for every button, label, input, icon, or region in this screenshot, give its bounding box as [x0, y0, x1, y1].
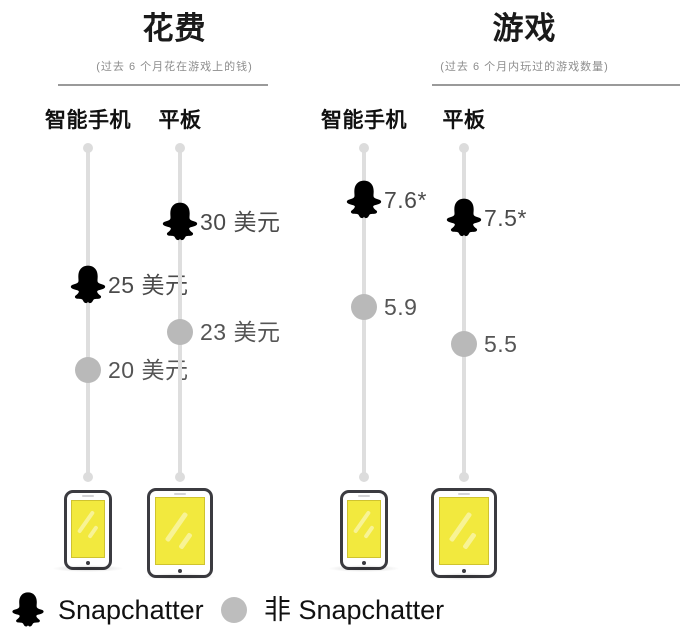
marker-label-snapchatter: 7.6* [384, 187, 427, 213]
column-header-smartphone: 智能手机 [321, 109, 407, 132]
stem-cap-bottom-icon [175, 472, 185, 482]
device-shadow [329, 565, 399, 572]
panel-spending: 花费 (过去 6 个月花在游戏上的钱) 智能手机 25 美元 20 美元 [0, 0, 349, 580]
column-header-tablet: 平板 [158, 109, 202, 132]
stem-cap-top-icon [459, 143, 469, 153]
stem-cap-top-icon [359, 143, 369, 153]
device-shadow [145, 573, 215, 580]
screen-shine-icon [462, 532, 477, 550]
phone-speaker-icon [82, 495, 94, 497]
stem-cap-top-icon [175, 143, 185, 153]
device-shadow [53, 565, 123, 572]
column-stem [462, 146, 466, 480]
marker-label-non-snapchatter: 23 美元 [200, 319, 281, 345]
phone-home-button-icon [362, 561, 366, 565]
tablet-screen [439, 497, 489, 565]
phone-illustration [53, 490, 123, 572]
tablet-illustration [429, 488, 499, 580]
screen-shine-icon [87, 525, 99, 539]
phone-screen [71, 500, 105, 558]
screen-shine-icon [178, 532, 193, 550]
non-snapchatter-dot-icon [221, 597, 247, 623]
screen-shine-icon [363, 525, 375, 539]
phone-screen [347, 500, 381, 558]
panel-divider [432, 84, 680, 86]
marker-label-non-snapchatter: 20 美元 [108, 357, 189, 383]
legend-item-non-snapchatter: 非 Snapchatter [214, 588, 444, 632]
marker-label-snapchatter: 30 美元 [200, 209, 281, 235]
panel-subtitle-spending: (过去 6 个月花在游戏上的钱) [96, 61, 253, 73]
tablet-screen [155, 497, 205, 565]
legend-label-snapchatter: Snapchatter [58, 595, 204, 625]
panel-divider [58, 84, 268, 86]
phone-illustration [329, 490, 399, 572]
column-stem [178, 146, 182, 480]
tablet-speaker-icon [458, 493, 470, 495]
chart-legend: Snapchatter 非 Snapchatter [0, 588, 699, 638]
stem-cap-bottom-icon [83, 472, 93, 482]
marker-label-snapchatter: 25 美元 [108, 272, 189, 298]
marker-label-non-snapchatter: 5.5 [484, 331, 518, 357]
legend-label-non-snapchatter: 非 Snapchatter [264, 595, 445, 625]
snapchat-ghost-icon [8, 590, 48, 630]
marker-label-snapchatter: 7.5* [484, 205, 527, 231]
phone-speaker-icon [358, 495, 370, 497]
device-shadow [429, 573, 499, 580]
panel-title-spending: 花费 [142, 11, 207, 46]
non-snapchatter-dot-icon [167, 319, 193, 345]
column-header-smartphone: 智能手机 [45, 109, 131, 132]
stem-cap-bottom-icon [459, 472, 469, 482]
tablet-speaker-icon [174, 493, 186, 495]
panel-subtitle-games: (过去 6 个月内玩过的游戏数量) [440, 61, 609, 73]
tablet-home-button-icon [462, 569, 466, 573]
snapchat-ghost-icon [66, 263, 110, 307]
column-header-tablet: 平板 [442, 109, 486, 132]
column-stem [86, 146, 90, 480]
non-snapchatter-dot-icon [75, 357, 101, 383]
snapchat-ghost-icon [342, 178, 386, 222]
snapchat-ghost-icon [158, 200, 202, 244]
stem-cap-bottom-icon [359, 472, 369, 482]
tablet-home-button-icon [178, 569, 182, 573]
phone-home-button-icon [86, 561, 90, 565]
non-snapchatter-dot-icon [451, 331, 477, 357]
tablet-illustration [145, 488, 215, 580]
legend-item-snapchatter: Snapchatter [8, 588, 204, 632]
marker-label-non-snapchatter: 5.9 [384, 294, 418, 320]
panel-title-games: 游戏 [492, 11, 557, 46]
non-snapchatter-dot-icon [351, 294, 377, 320]
snapchat-ghost-icon [442, 196, 486, 240]
panel-games: 游戏 (过去 6 个月内玩过的游戏数量) 智能手机 7.6* 5.9 [321, 0, 699, 580]
stem-cap-top-icon [83, 143, 93, 153]
